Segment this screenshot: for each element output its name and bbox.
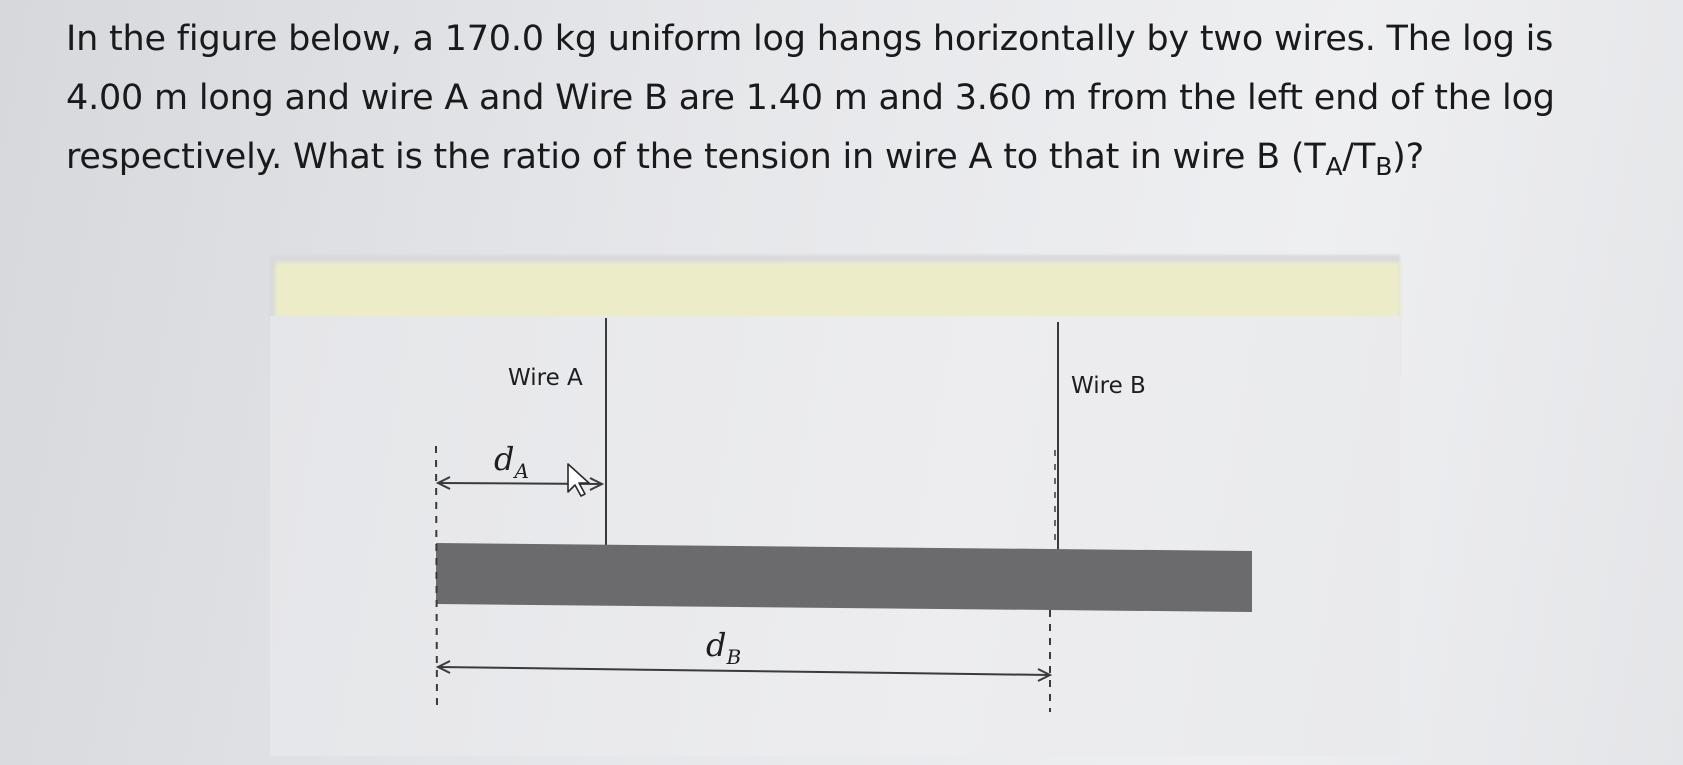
- d-b-symbol: d: [706, 626, 727, 664]
- diagram-background: [270, 316, 1400, 756]
- d-a-subscript: A: [514, 459, 529, 483]
- wire-a-label: Wire A: [508, 365, 583, 391]
- ratio-t-a: T: [1304, 137, 1326, 177]
- figure-highlight-band: [275, 262, 1400, 324]
- d-b-subscript: B: [726, 645, 742, 669]
- d-b-arrowhead-right: [1037, 668, 1053, 682]
- question-line-3: respectively. What is the ratio of the t…: [66, 128, 1626, 187]
- ratio-slash: /: [1342, 137, 1355, 177]
- question-line-1: In the figure below, a 170.0 kg uniform …: [66, 19, 1554, 59]
- wire-b-label: Wire B: [1071, 373, 1146, 399]
- d-a-label: dA: [494, 440, 529, 483]
- d-a-symbol: d: [494, 440, 515, 478]
- mouse-cursor-icon: [567, 463, 590, 497]
- log-bar: [436, 543, 1252, 612]
- d-b-arrowhead-left: [435, 660, 451, 674]
- question-line-2: 4.00 m long and wire A and Wire B are 1.…: [66, 78, 1555, 118]
- d-b-arrow-line: [437, 666, 1051, 676]
- question-line-3-text: respectively. What is the ratio of the t…: [66, 137, 1305, 177]
- ratio-t-b: T: [1354, 137, 1376, 177]
- d-b-label: dB: [706, 626, 741, 669]
- left-end-dashed-line: [435, 445, 438, 713]
- d-a-arrowhead-right: [589, 477, 605, 491]
- ratio-sub-a: A: [1325, 152, 1343, 181]
- d-a-arrowhead-left: [435, 476, 451, 490]
- question-line-3-end: )?: [1392, 137, 1424, 177]
- question-text: In the figure below, a 170.0 kg uniform …: [66, 10, 1626, 187]
- ratio-sub-b: B: [1375, 152, 1393, 181]
